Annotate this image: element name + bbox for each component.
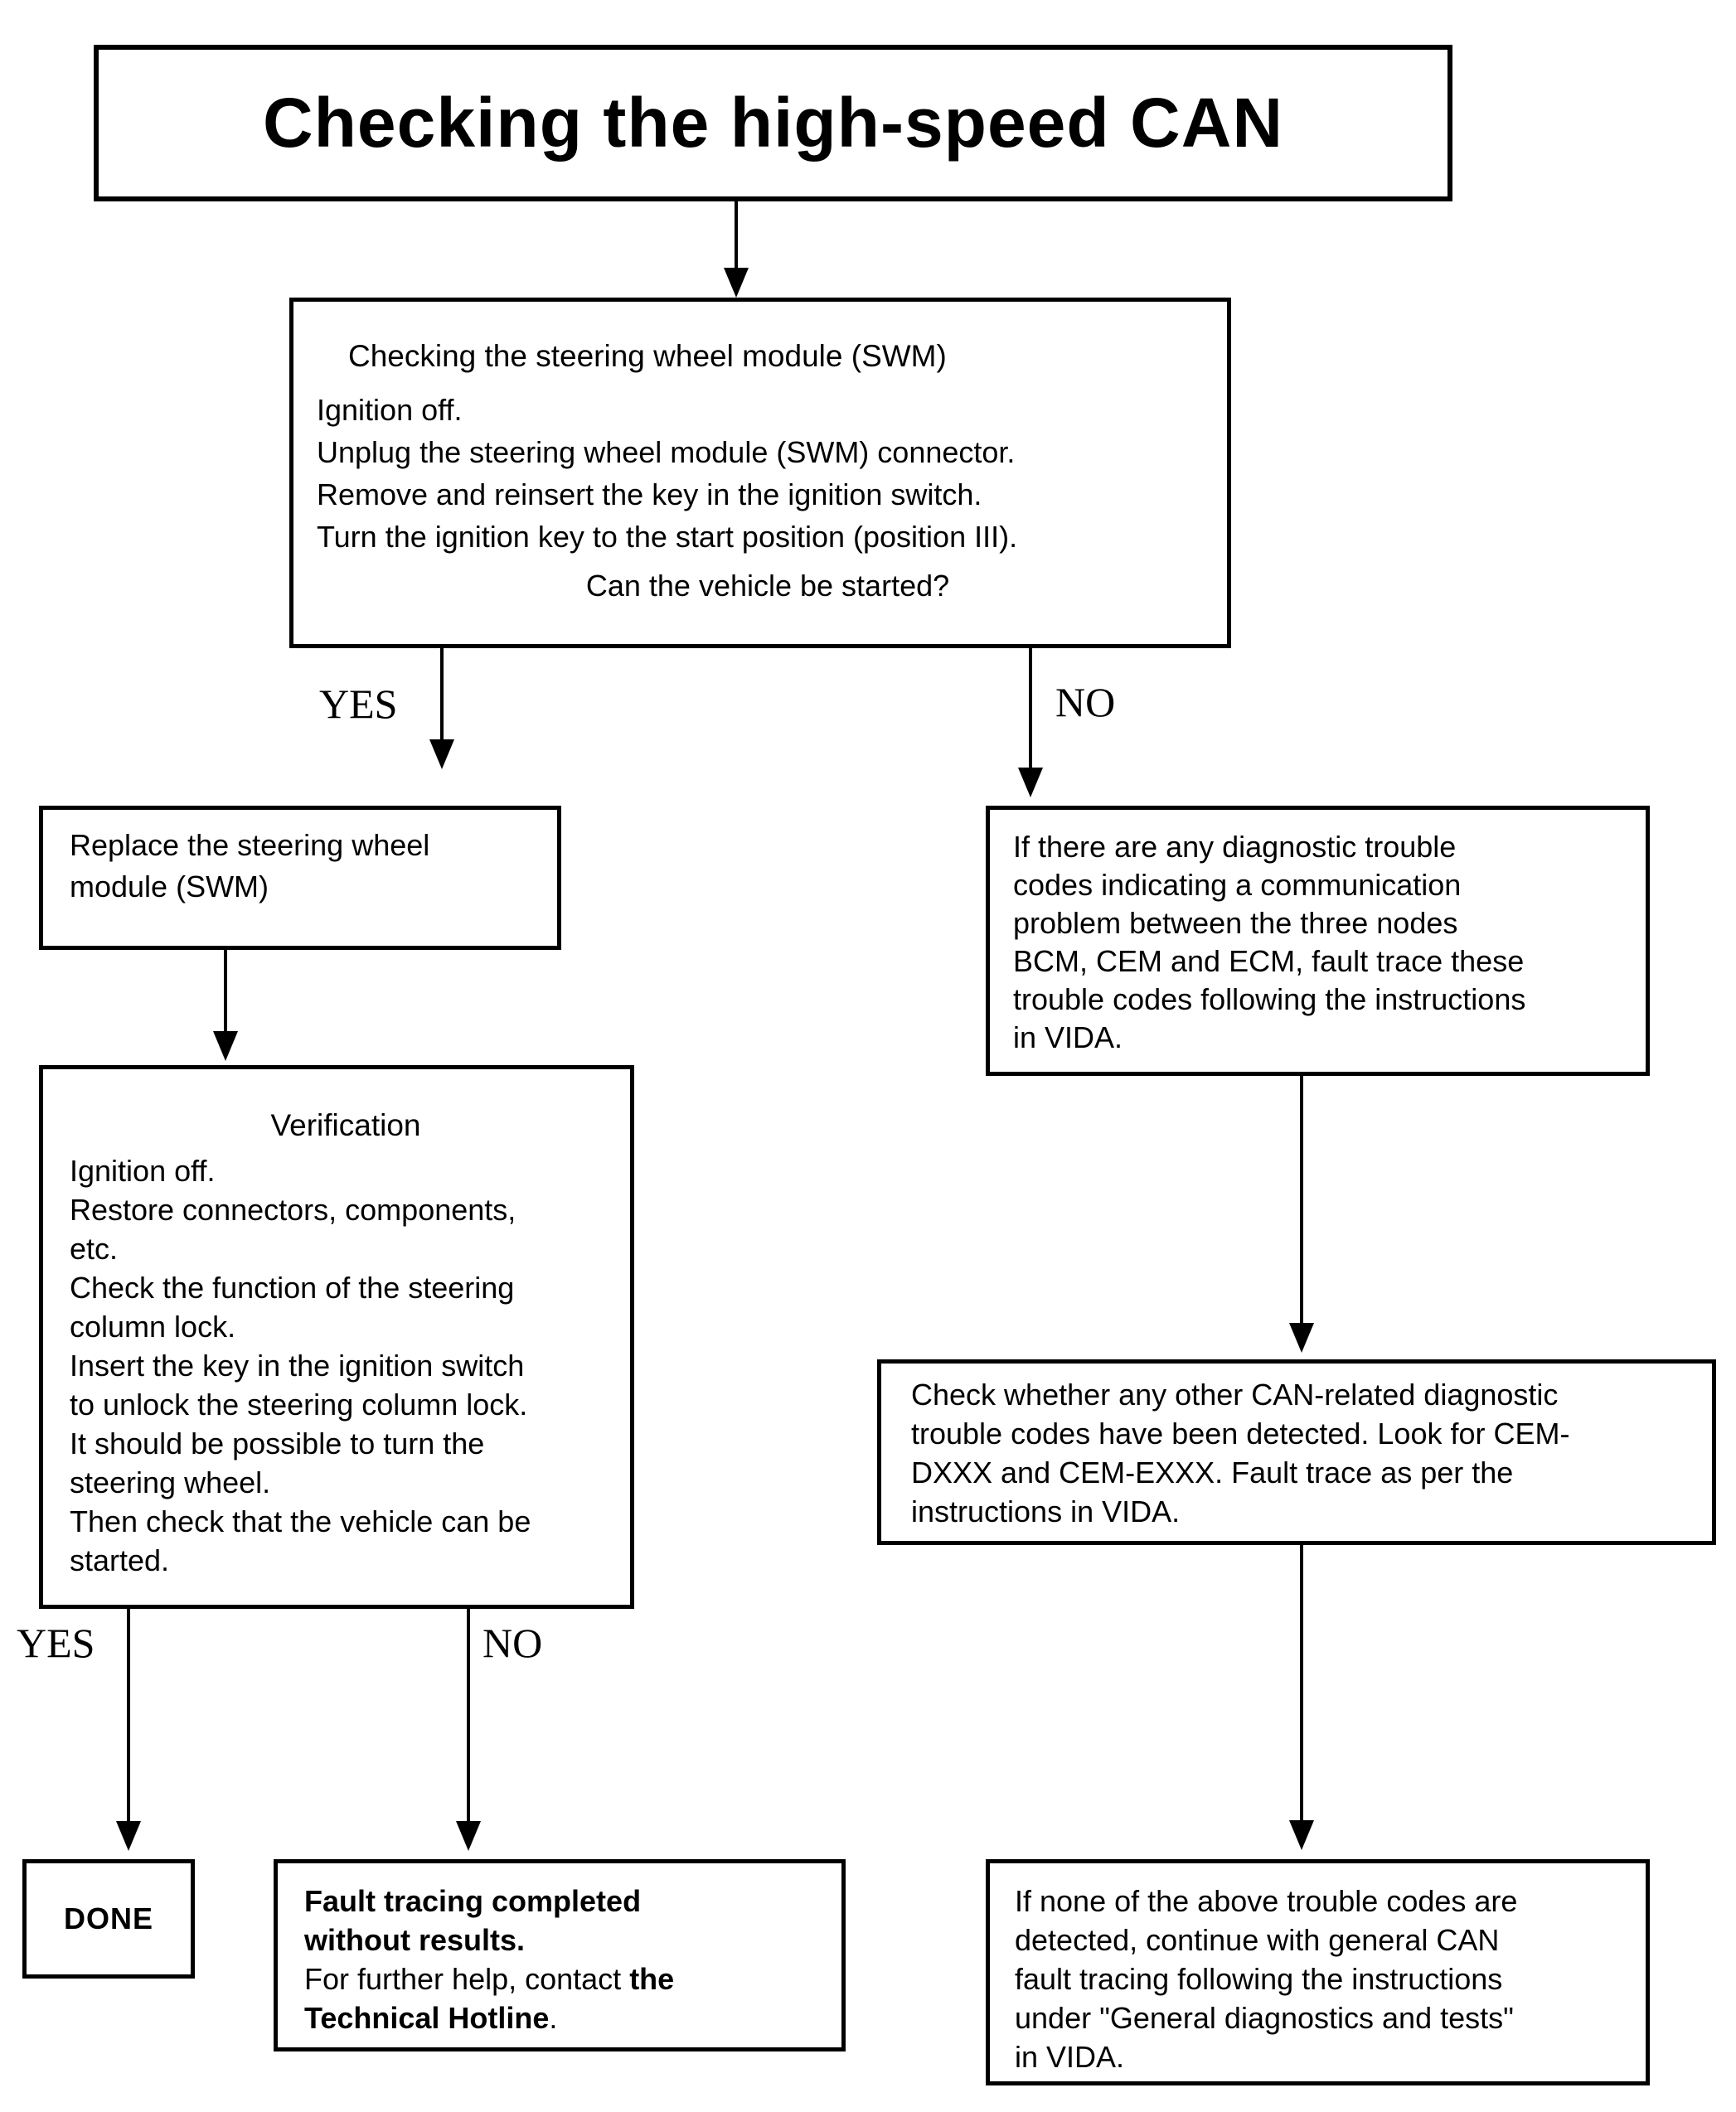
verification-line: Restore connectors, components, bbox=[70, 1193, 516, 1227]
check-other-can-line: instructions in VIDA. bbox=[911, 1494, 1181, 1528]
fault-tracing-line1: Fault tracing completed bbox=[304, 1884, 642, 1918]
verification-line: Insert the key in the ignition switch bbox=[70, 1349, 525, 1383]
general-can-line: fault tracing following the instructions bbox=[1015, 1962, 1503, 1996]
node-replace-swm: Replace the steering wheel module (SWM) bbox=[39, 806, 561, 950]
swm-check-line: Turn the ignition key to the start posit… bbox=[317, 520, 1018, 554]
node-fault-tracing: Fault tracing completed without results.… bbox=[274, 1859, 846, 2051]
arrow-dtc-to-check-line bbox=[1300, 1076, 1303, 1325]
arrow-no1-line bbox=[1029, 648, 1032, 769]
verification-line: etc. bbox=[70, 1232, 119, 1266]
verification-line: column lock. bbox=[70, 1310, 236, 1344]
arrow-check-to-general-head bbox=[1289, 1820, 1314, 1850]
general-can-line: under "General diagnostics and tests" bbox=[1015, 2001, 1514, 2035]
verification-line: steering wheel. bbox=[70, 1465, 271, 1499]
arrow-no2-line bbox=[467, 1609, 470, 1823]
arrow-no1-head bbox=[1018, 768, 1043, 797]
check-other-can-line: DXXX and CEM-EXXX. Fault trace as per th… bbox=[911, 1456, 1514, 1490]
swm-check-line: Unplug the steering wheel module (SWM) c… bbox=[317, 435, 1016, 469]
verification-line: to unlock the steering column lock. bbox=[70, 1388, 528, 1422]
dtc-line: BCM, CEM and ECM, fault trace these bbox=[1013, 944, 1525, 978]
fault-tracing-line3-bold: the bbox=[629, 1962, 675, 1996]
general-can-line: in VIDA. bbox=[1015, 2040, 1125, 2074]
dtc-line: problem between the three nodes bbox=[1013, 906, 1458, 940]
branch-label-no-1: NO bbox=[1055, 679, 1116, 725]
replace-swm-text: Replace the steering wheel module (SWM) bbox=[70, 828, 430, 903]
arrow-yes1-head bbox=[429, 739, 454, 769]
fault-tracing-line4-bold: Technical Hotline bbox=[304, 2001, 550, 2035]
verification-line: Ignition off. bbox=[70, 1154, 216, 1188]
fault-tracing-line2: without results. bbox=[304, 1923, 526, 1957]
node-done: DONE bbox=[22, 1859, 195, 1979]
general-can-line: detected, continue with general CAN bbox=[1015, 1923, 1500, 1957]
fault-tracing-line4-regular: . bbox=[549, 2001, 558, 2035]
arrow-yes2-head bbox=[116, 1821, 141, 1851]
verification-line: Check the function of the steering bbox=[70, 1271, 515, 1305]
branch-label-no-2: NO bbox=[482, 1620, 543, 1666]
arrow-title-to-swm-head bbox=[724, 268, 749, 298]
fault-tracing-line3-regular: For further help, contact bbox=[304, 1962, 630, 1996]
node-general-can-fault-tracing: If none of the above trouble codes are d… bbox=[986, 1859, 1650, 2085]
node-check-other-can: Check whether any other CAN-related diag… bbox=[877, 1359, 1716, 1545]
swm-check-line: Ignition off. bbox=[317, 393, 463, 427]
arrow-replace-to-verification-line bbox=[224, 950, 227, 1033]
node-swm-check: Checking the steering wheel module (SWM)… bbox=[289, 298, 1231, 648]
branch-label-yes-2: YES bbox=[17, 1620, 95, 1666]
general-can-line: If none of the above trouble codes are bbox=[1015, 1884, 1518, 1918]
title-box: Checking the high-speed CAN bbox=[94, 45, 1452, 201]
arrow-yes1-line bbox=[440, 648, 444, 741]
check-other-can-line: Check whether any other CAN-related diag… bbox=[911, 1378, 1559, 1412]
check-other-can-line: trouble codes have been detected. Look f… bbox=[911, 1417, 1570, 1451]
node-verification: Verification Ignition off. Restore conne… bbox=[39, 1065, 634, 1609]
branch-label-yes-1: YES bbox=[319, 681, 398, 727]
node-dtc-three-nodes: If there are any diagnostic trouble code… bbox=[986, 806, 1650, 1076]
arrow-yes2-line bbox=[127, 1609, 130, 1823]
dtc-line: codes indicating a communication bbox=[1013, 868, 1462, 902]
arrow-dtc-to-check-head bbox=[1289, 1323, 1314, 1353]
swm-check-line: Remove and reinsert the key in the ignit… bbox=[317, 477, 982, 511]
arrow-check-to-general-line bbox=[1300, 1545, 1303, 1822]
verification-line: started. bbox=[70, 1543, 170, 1577]
verification-heading: Verification bbox=[270, 1108, 421, 1142]
verification-line: Then check that the vehicle can be bbox=[70, 1504, 531, 1538]
swm-check-question: Can the vehicle be started? bbox=[585, 569, 950, 603]
arrow-title-to-swm-line bbox=[735, 201, 738, 270]
swm-check-heading: Checking the steering wheel module (SWM) bbox=[348, 339, 947, 373]
verification-line: It should be possible to turn the bbox=[70, 1427, 485, 1460]
dtc-line: in VIDA. bbox=[1013, 1020, 1123, 1054]
dtc-line: trouble codes following the instructions bbox=[1013, 982, 1526, 1016]
dtc-line: If there are any diagnostic trouble bbox=[1013, 830, 1457, 864]
page-title: Checking the high-speed CAN bbox=[262, 84, 1284, 162]
done-text: DONE bbox=[63, 1901, 153, 1935]
arrow-replace-to-verification-head bbox=[213, 1031, 238, 1061]
arrow-no2-head bbox=[456, 1821, 481, 1851]
